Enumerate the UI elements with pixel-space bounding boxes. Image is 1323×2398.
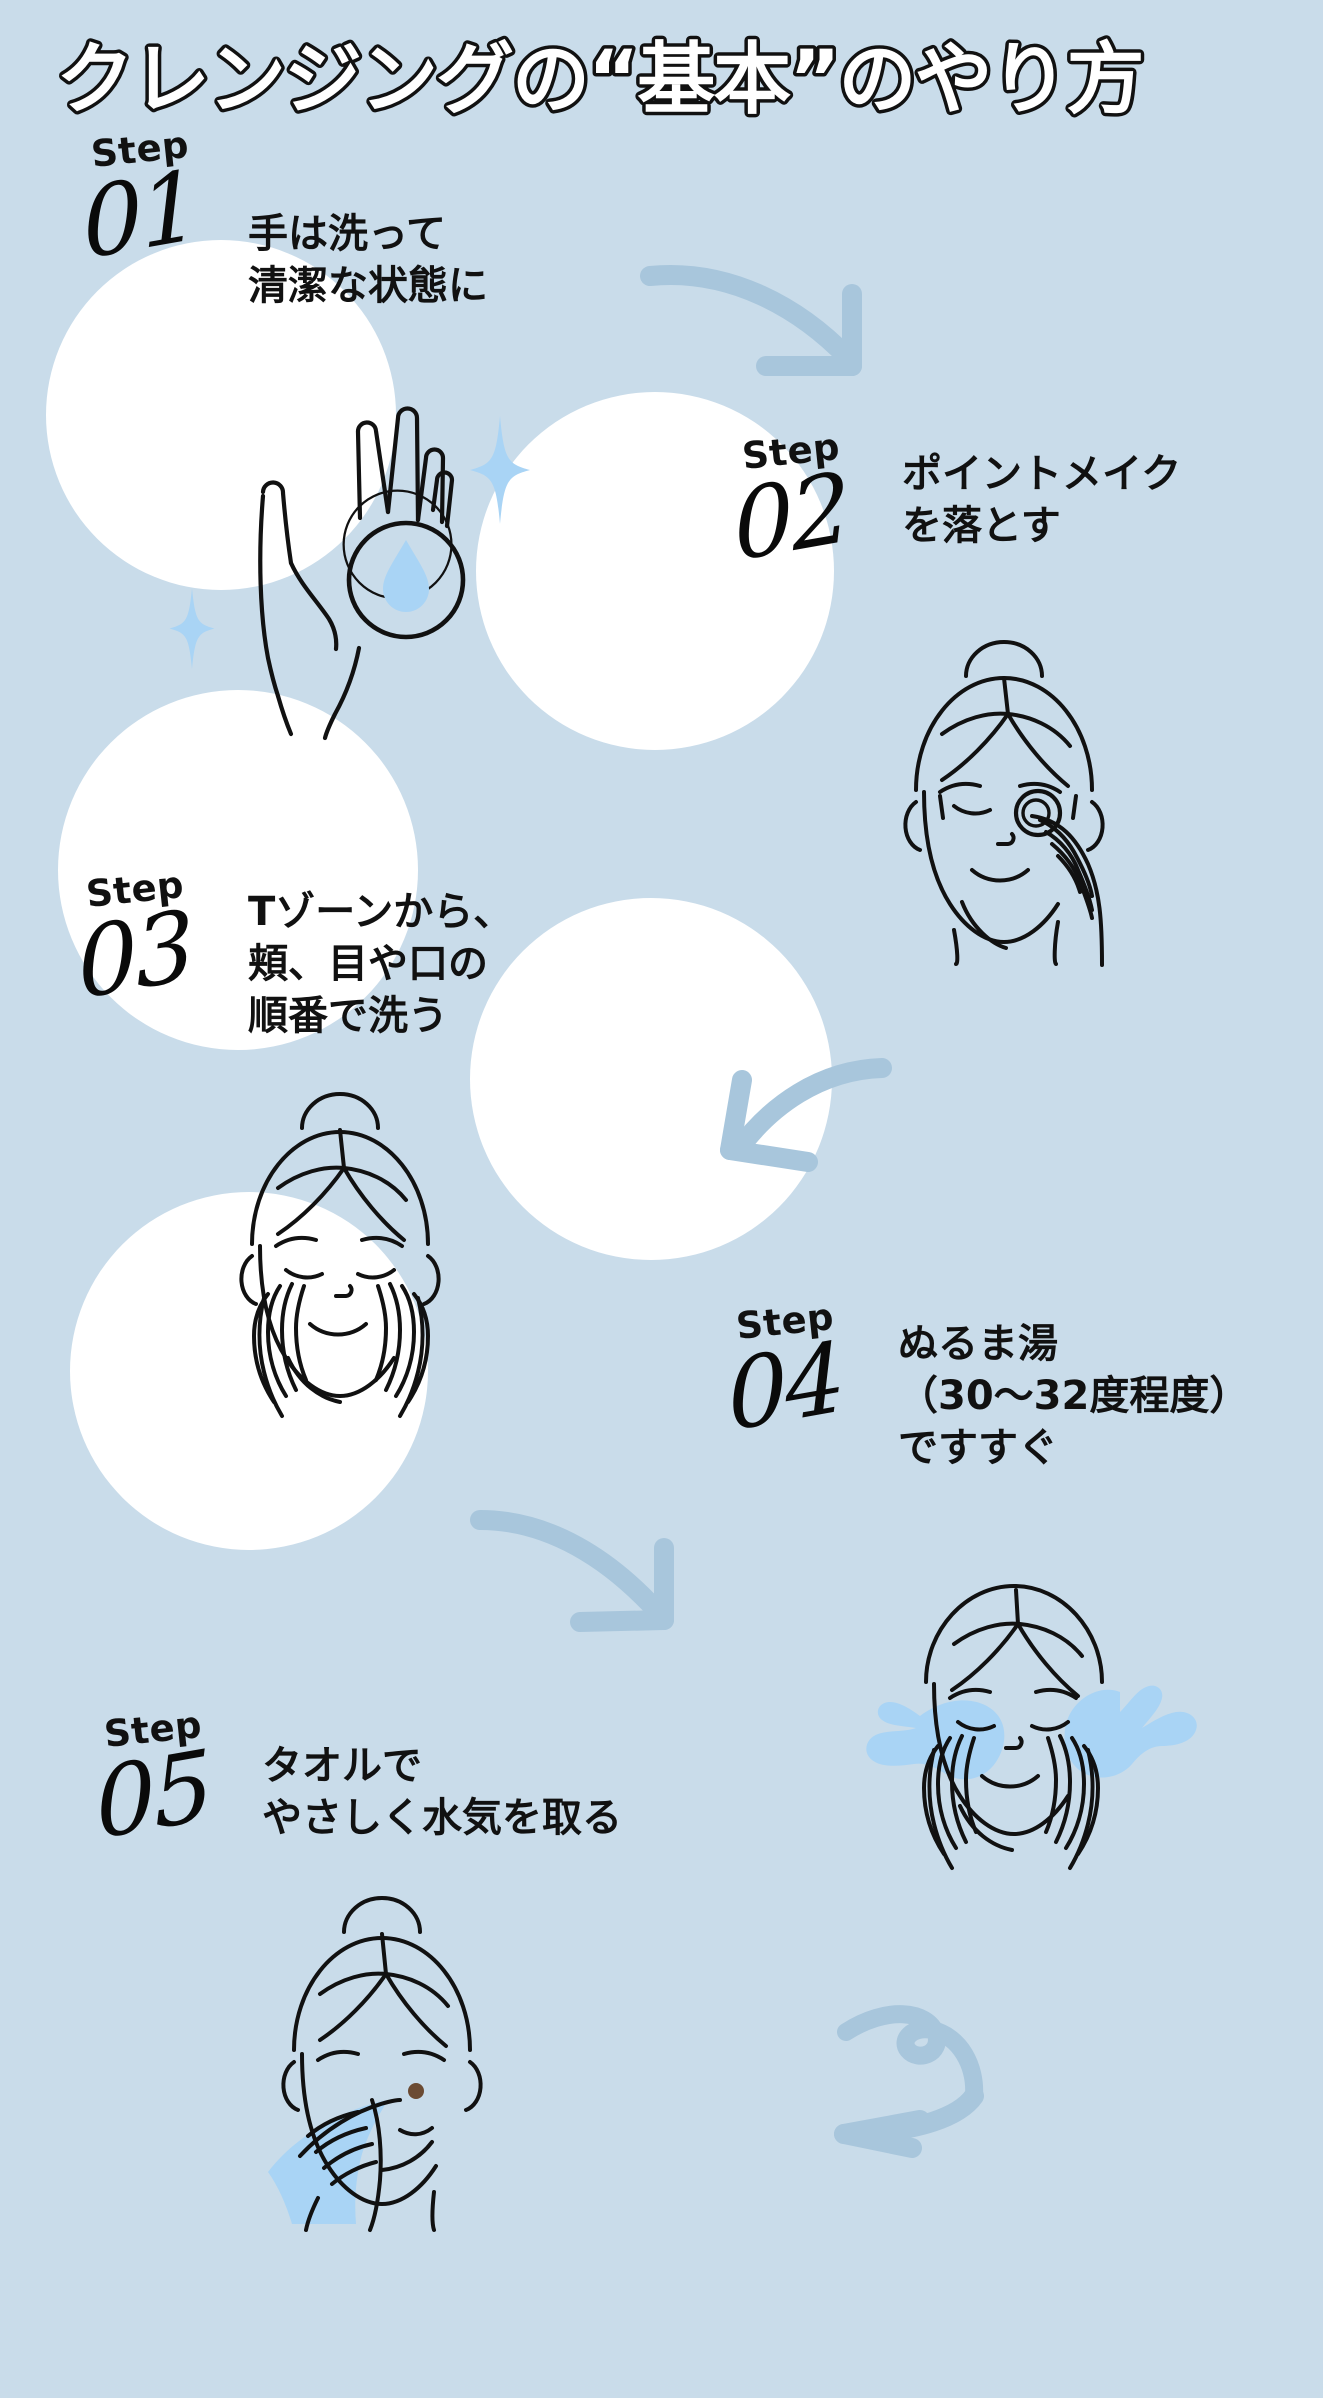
step-circle-01 bbox=[46, 240, 396, 590]
step-badge-03: Step 03 bbox=[50, 863, 220, 1021]
face-cotton-pad-icon bbox=[880, 620, 1210, 967]
step-text-05-line-1: タオルで bbox=[262, 1743, 422, 1789]
face-towel-drying-icon bbox=[200, 1896, 530, 2232]
step-circle-05 bbox=[70, 1192, 428, 1550]
step-text-04-line-2: （30〜32度程度） bbox=[898, 1373, 1250, 1419]
step-text-02: ポイントメイク を落とす bbox=[902, 448, 1181, 552]
arrow-step1-to-step2 bbox=[640, 262, 880, 392]
step-text-05-line-2: やさしく水気を取る bbox=[262, 1795, 622, 1841]
step-number-01: 01 bbox=[78, 148, 202, 282]
step-text-04-line-1: ぬるま湯 bbox=[898, 1321, 1058, 1367]
step-text-02-line-2: を落とす bbox=[902, 503, 1061, 549]
step-badge-04: Step 04 bbox=[700, 1295, 870, 1453]
step-text-05: タオルで やさしく水気を取る bbox=[262, 1740, 622, 1844]
step-text-04: ぬるま湯 （30〜32度程度） ですすぐ bbox=[898, 1318, 1249, 1474]
arrow-step4-to-step5 bbox=[740, 2000, 990, 2158]
step-text-01: 手は洗って 清潔な状態に bbox=[248, 208, 488, 312]
water-splash-shape bbox=[866, 1685, 1197, 1780]
step-number-02: 02 bbox=[729, 450, 853, 584]
water-drop-icon bbox=[383, 540, 429, 612]
face-water-splash-icon bbox=[850, 1584, 1210, 1910]
arrow-step3-to-step4 bbox=[470, 1510, 720, 1650]
face-two-hands-washing-icon bbox=[176, 1092, 506, 1418]
step-text-02-line-1: ポイントメイク bbox=[902, 451, 1182, 497]
mole-icon bbox=[408, 2083, 424, 2099]
step-text-03-line-3: 順番で洗う bbox=[248, 993, 448, 1039]
step-text-03-line-2: 頬、目や口の bbox=[248, 941, 488, 987]
step-number-05: 05 bbox=[91, 1728, 215, 1862]
step-badge-05: Step 05 bbox=[68, 1703, 238, 1861]
water-drop-ring-icon bbox=[346, 520, 466, 640]
step-circle-04 bbox=[470, 898, 832, 1260]
sparkle-small-icon bbox=[169, 588, 215, 669]
hand-with-water-drop-icon bbox=[130, 400, 530, 741]
step-badge-02: Step 02 bbox=[706, 425, 876, 583]
step-text-03: Tゾーンから、 頬、目や口の 順番で洗う bbox=[248, 886, 513, 1042]
step-text-04-line-3: ですすぐ bbox=[898, 1425, 1058, 1471]
step-badge-01: Step 01 bbox=[55, 123, 225, 281]
step-number-04: 04 bbox=[723, 1320, 847, 1454]
step-text-03-line-1: Tゾーンから、 bbox=[248, 889, 514, 935]
step-number-03: 03 bbox=[73, 888, 197, 1022]
page-title-text: クレンジングの“基本”のやり方 bbox=[56, 35, 1143, 125]
step-circle-02 bbox=[476, 392, 834, 750]
sparkle-large-icon bbox=[470, 416, 530, 524]
step-text-01-line-1: 手は洗って bbox=[248, 211, 446, 257]
arrow-step2-to-step3 bbox=[660, 1058, 892, 1190]
page-title: クレンジングの“基本”のやり方 bbox=[48, 22, 1288, 132]
step-circle-03 bbox=[58, 690, 418, 1050]
step-text-01-line-2: 清潔な状態に bbox=[248, 263, 488, 309]
